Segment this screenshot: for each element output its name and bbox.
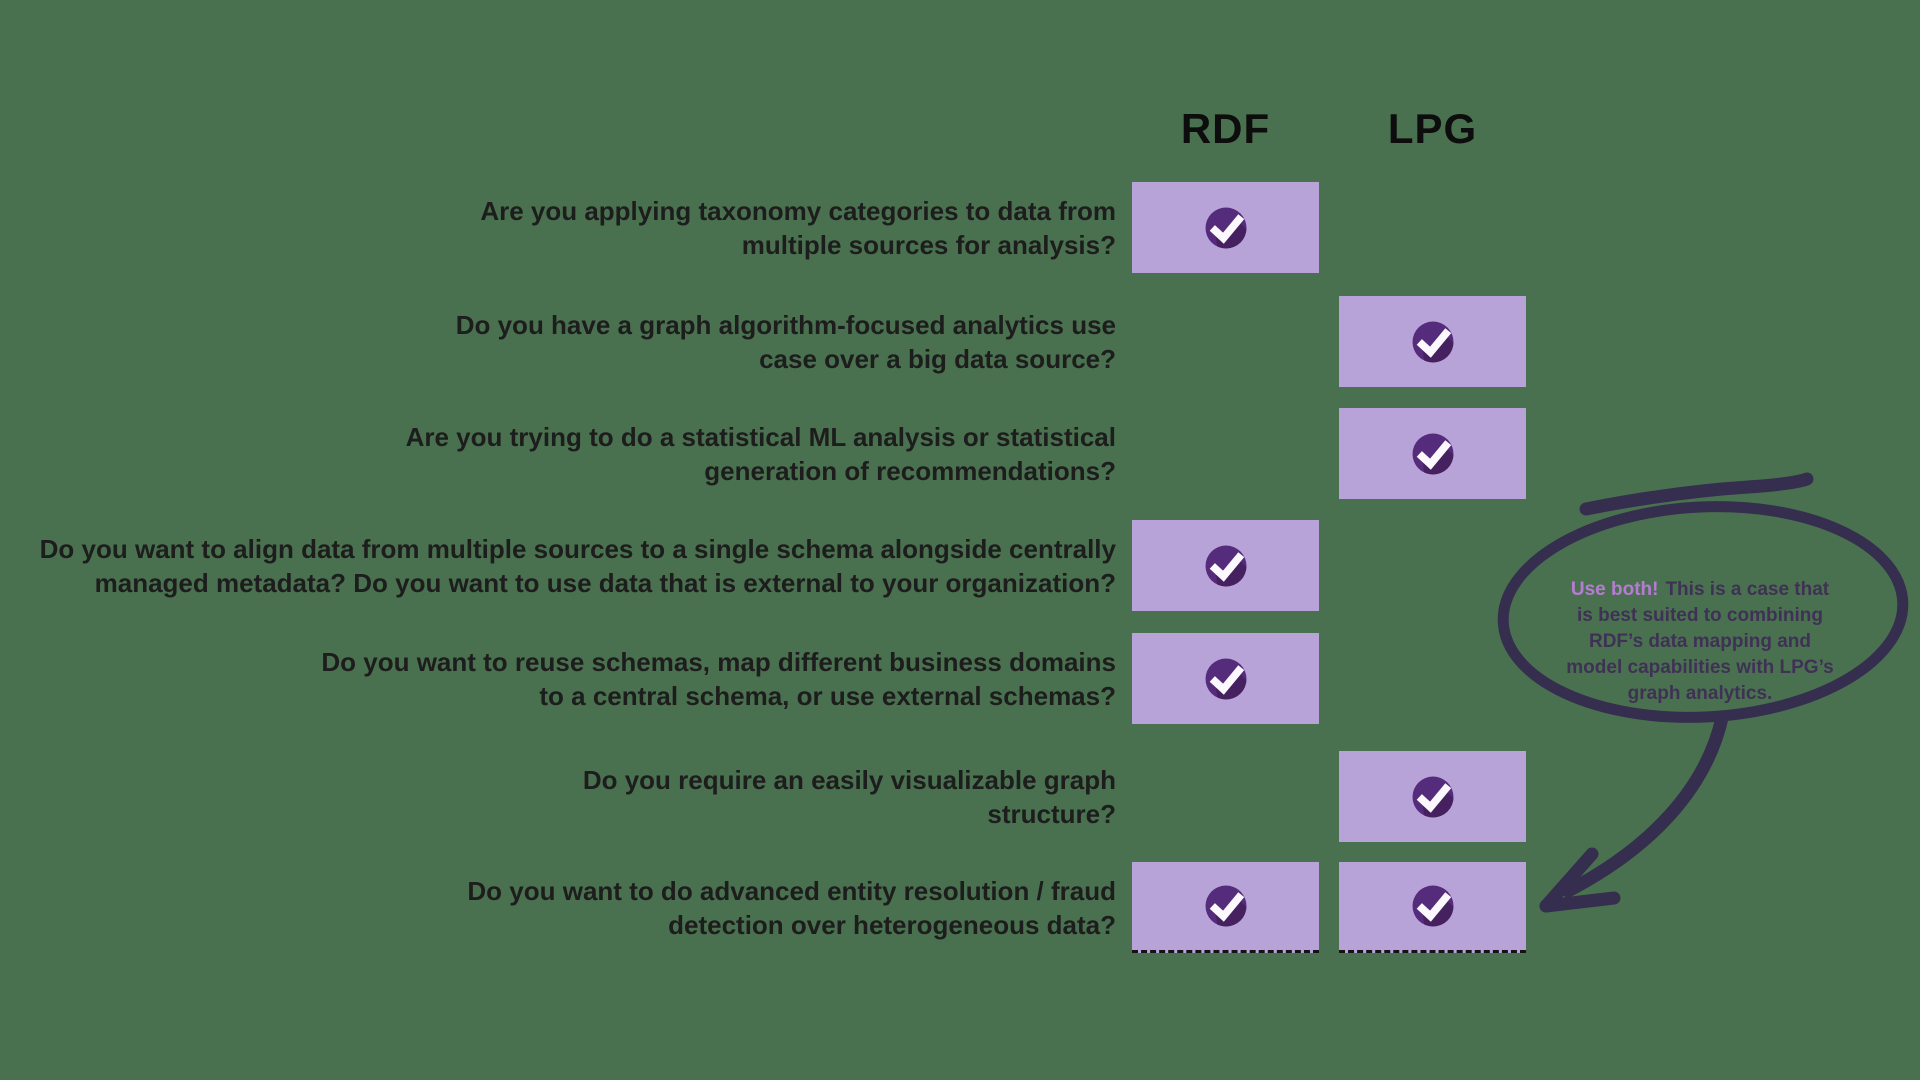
checkmark-icon: [1205, 207, 1246, 248]
checkmark-icon: [1412, 776, 1453, 817]
comparison-row: Do you want to do advanced entity resolu…: [0, 862, 1920, 953]
comparison-row: Are you trying to do a statistical ML an…: [0, 408, 1920, 499]
question-text: Do you want to reuse schemas, map differ…: [321, 646, 1116, 711]
checkmark-icon: [1412, 433, 1453, 474]
check-box: [1339, 862, 1526, 953]
bubble-tail-stroke: [1579, 472, 1814, 516]
bubble-ellipse-outline: [1497, 501, 1909, 723]
question-text: Do you have a graph algorithm-focused an…: [455, 309, 1116, 374]
arrow-shaft: [1561, 711, 1729, 898]
check-box: [1132, 182, 1319, 273]
rdf-check-cell: [1132, 862, 1319, 953]
question-text: Are you trying to do a statistical ML an…: [405, 421, 1116, 486]
check-box: [1132, 633, 1319, 724]
rdf-check-cell: [1132, 751, 1319, 842]
checkmark-icon: [1412, 885, 1453, 927]
comparison-row: Do you have a graph algorithm-focused an…: [0, 296, 1920, 387]
question-text: Do you want to do advanced entity resolu…: [467, 875, 1116, 940]
question-text: Are you applying taxonomy categories to …: [480, 195, 1116, 260]
check-box: [1132, 520, 1319, 611]
rdf-check-cell: [1132, 633, 1319, 724]
lpg-check-cell: [1339, 751, 1526, 842]
arrow-head-icon: [1539, 847, 1621, 913]
comparison-row: Do you want to reuse schemas, map differ…: [0, 633, 1920, 724]
question-text: Do you require an easily visualizable gr…: [582, 764, 1116, 829]
comparison-row: Do you want to align data from multiple …: [0, 520, 1920, 611]
checkmark-icon: [1205, 545, 1246, 586]
rdf-column-header: RDF: [1180, 105, 1271, 152]
lpg-check-cell: [1339, 182, 1526, 273]
check-box: [1339, 296, 1526, 387]
rdf-check-cell: [1132, 408, 1319, 499]
question-text: Do you want to align data from multiple …: [39, 533, 1116, 598]
check-box: [1339, 408, 1526, 499]
rdf-check-cell: [1132, 296, 1319, 387]
checkmark-icon: [1205, 658, 1246, 699]
check-box: [1339, 751, 1526, 842]
rdf-check-cell: [1132, 182, 1319, 273]
checkmark-icon: [1412, 321, 1453, 362]
comparison-row: Do you require an easily visualizable gr…: [0, 751, 1920, 842]
annotation-body: This is a case that is best suited to co…: [1566, 579, 1834, 704]
annotation-text: Use both!This is a case that is best sui…: [1532, 551, 1868, 707]
annotation-bubble: [1497, 472, 1909, 913]
lpg-column-header: LPG: [1387, 105, 1478, 152]
checkmark-icon: [1205, 885, 1246, 927]
lpg-check-cell: [1339, 408, 1526, 499]
lpg-check-cell: [1339, 862, 1526, 953]
rdf-check-cell: [1132, 520, 1319, 611]
comparison-row: Are you applying taxonomy categories to …: [0, 182, 1920, 273]
use-both-highlight: Use both!: [1570, 579, 1659, 600]
check-box: [1132, 862, 1319, 953]
lpg-check-cell: [1339, 296, 1526, 387]
